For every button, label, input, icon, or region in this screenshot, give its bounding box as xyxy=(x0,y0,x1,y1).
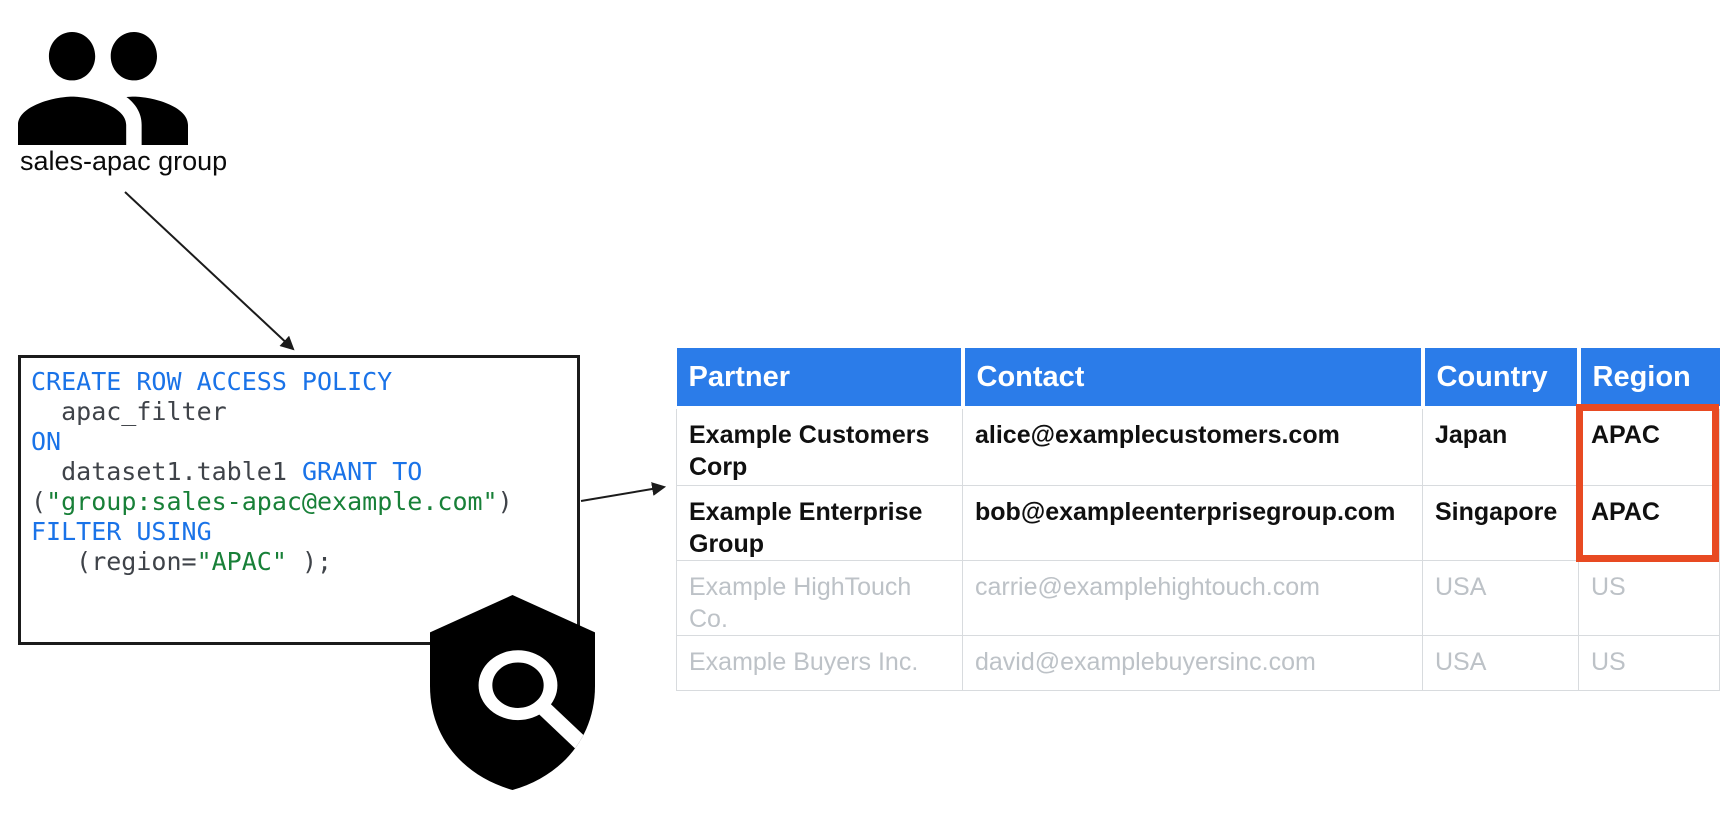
table-row: Example HighTouch Co. carrie@examplehigh… xyxy=(676,560,1720,636)
cell-region: US xyxy=(1578,635,1720,691)
cell-country: Japan xyxy=(1422,407,1579,486)
code-line: CREATE ROW ACCESS POLICY xyxy=(31,367,393,396)
cell-region: APAC xyxy=(1578,407,1720,486)
people-icon xyxy=(18,32,188,145)
code-line: (region="APAC" ); xyxy=(31,547,333,576)
arrow-policy-to-table xyxy=(580,482,667,502)
cell-contact: bob@exampleenterprisegroup.com xyxy=(962,485,1423,561)
cell-contact: alice@examplecustomers.com xyxy=(962,407,1423,486)
code-line: ("group:sales-apac@example.com") xyxy=(31,487,513,516)
arrow-group-to-policy xyxy=(124,191,295,351)
cell-partner: Example HighTouch Co. xyxy=(676,560,963,636)
table-row: Example Enterprise Group bob@exampleente… xyxy=(676,485,1720,561)
cell-country: Singapore xyxy=(1422,485,1579,561)
cell-country: USA xyxy=(1422,560,1579,636)
column-header-partner: Partner xyxy=(676,348,965,409)
partner-table: Partner Contact Country Region Example C… xyxy=(676,348,1720,691)
cell-contact: david@examplebuyersinc.com xyxy=(962,635,1423,691)
cell-partner: Example Enterprise Group xyxy=(676,485,963,561)
cell-region: US xyxy=(1578,560,1720,636)
column-header-region: Region xyxy=(1578,348,1720,409)
code-line: apac_filter xyxy=(31,397,227,426)
cell-partner: Example Buyers Inc. xyxy=(676,635,963,691)
column-header-contact: Contact xyxy=(962,348,1425,409)
table-row: Example Customers Corp alice@examplecust… xyxy=(676,407,1720,486)
shield-search-icon xyxy=(430,595,595,790)
code-line: ON xyxy=(31,427,62,456)
code-line: FILTER USING xyxy=(31,517,212,546)
group-label: sales-apac group xyxy=(20,146,228,176)
cell-region: APAC xyxy=(1578,485,1720,561)
table-header-row: Partner Contact Country Region xyxy=(676,348,1720,409)
cell-country: USA xyxy=(1422,635,1579,691)
cell-contact: carrie@examplehightouch.com xyxy=(962,560,1423,636)
code-line: dataset1.table1 GRANT TO xyxy=(31,457,423,486)
cell-partner: Example Customers Corp xyxy=(676,407,963,486)
row-access-policy-code-box: CREATE ROW ACCESS POLICY apac_filter ON … xyxy=(18,355,580,645)
column-header-country: Country xyxy=(1422,348,1581,409)
table-row: Example Buyers Inc. david@examplebuyersi… xyxy=(676,635,1720,691)
